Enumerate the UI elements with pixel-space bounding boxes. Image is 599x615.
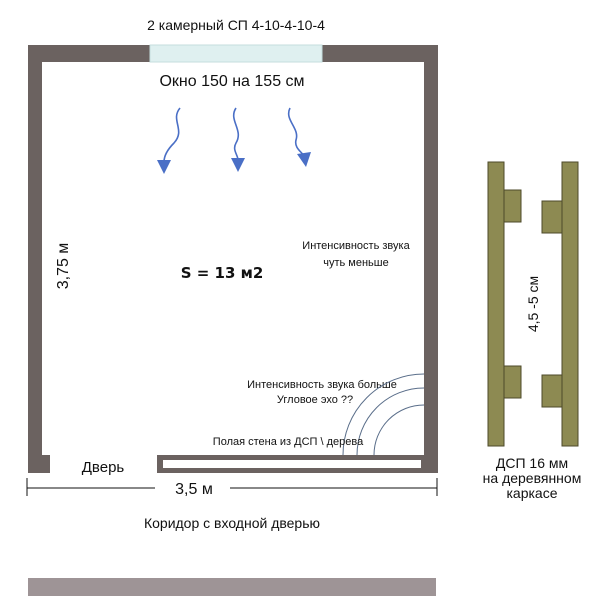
title: 2 камерный СП 4-10-4-10-4 — [147, 17, 325, 33]
echo-arc-3 — [342, 373, 425, 456]
board-right — [561, 161, 579, 447]
sound-less-line1: Интенсивность звука — [302, 240, 410, 252]
area-label: S = 13 м2 — [181, 264, 264, 282]
wavy-arrow-left — [163, 107, 181, 163]
wall-cross-section — [487, 161, 579, 447]
sound-more-line1: Интенсивность звука больше — [247, 379, 397, 391]
echo-arc-2 — [356, 387, 425, 456]
width-dimension — [26, 478, 438, 496]
arrow-head-middle — [231, 158, 245, 172]
door-label: Дверь — [82, 459, 125, 476]
section-dim-label: 4,5 -5 см — [525, 276, 541, 332]
wall-left — [28, 45, 42, 473]
wavy-arrow-right — [287, 107, 305, 157]
stud-left-bottom — [503, 365, 522, 399]
corridor-label: Коридор с входной дверью — [144, 515, 320, 531]
wavy-arrow-middle — [232, 107, 240, 161]
window-label: Окно 150 на 155 см — [159, 73, 304, 90]
wall-bottom-left-stub — [28, 455, 50, 473]
section-label-line2: на деревянном — [483, 470, 582, 486]
room-walls — [28, 45, 438, 473]
sound-less-line2: чуть меньше — [323, 257, 388, 269]
window — [149, 44, 323, 63]
stud-right-bottom — [541, 374, 563, 408]
arrow-head-left — [157, 160, 171, 174]
height-label: 3,75 м — [55, 243, 72, 290]
hollow-wall-cavity — [163, 460, 421, 468]
sound-more-line2: Угловое эхо ?? — [277, 394, 353, 406]
hollow-wall-label: Полая стена из ДСП \ дерева — [213, 436, 364, 448]
stud-right-top — [541, 200, 563, 234]
sound-arrows — [157, 107, 311, 174]
echo-arc-1 — [373, 404, 425, 456]
stud-left-top — [503, 189, 522, 223]
width-label: 3,5 м — [175, 481, 213, 498]
section-label-line1: ДСП 16 мм — [496, 455, 568, 471]
board-left — [487, 161, 505, 447]
arrow-head-right — [297, 152, 311, 167]
wall-right — [424, 45, 438, 473]
corridor-wall — [28, 578, 436, 596]
section-label-line3: каркасе — [506, 485, 557, 501]
echo-arcs — [342, 373, 425, 456]
